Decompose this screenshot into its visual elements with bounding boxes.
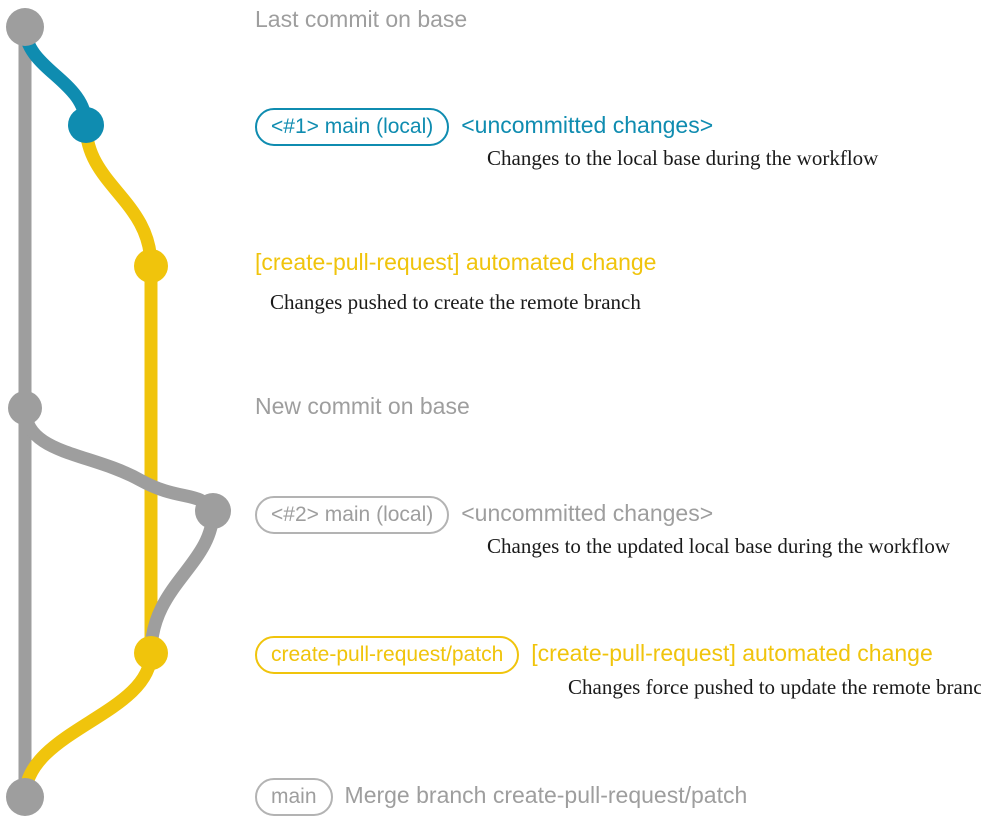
branch-pill-main-local-1[interactable]: <#1> main (local) [255, 108, 450, 147]
branch-pill-create-pull-request-patch[interactable]: create-pull-request/patch [255, 636, 520, 675]
commit-note-commit-1: Changes to the local base during the wor… [487, 146, 879, 170]
commit-note-commit-4: Changes force pushed to update the remot… [568, 675, 981, 699]
commit-node-base-new[interactable] [8, 391, 42, 425]
commit-node-patch-2[interactable] [134, 636, 168, 670]
commit-row-last-commit: Last commit on base [255, 6, 468, 32]
branch-pill-main-local-2[interactable]: <#2> main (local) [255, 496, 450, 535]
commit-node-patch-1[interactable] [134, 249, 168, 283]
commit-row-commit-2: [create-pull-request] automated change [255, 249, 657, 275]
edge-patch-2-to-merge [18, 646, 158, 804]
commit-node-base-top[interactable] [6, 8, 44, 46]
commit-subject-last-commit: Last commit on base [255, 6, 468, 32]
commit-node-local-1[interactable] [68, 107, 104, 143]
commit-subject-commit-4: [create-pull-request] automated change [531, 640, 933, 666]
commit-row-commit-1: <#1> main (local) <uncommitted changes> [255, 108, 714, 147]
edge-local-1-to-patch-1 [79, 118, 158, 273]
commit-note-commit-3: Changes to the updated local base during… [487, 534, 951, 558]
commit-row-commit-5: main Merge branch create-pull-request/pa… [255, 778, 748, 817]
commit-subject-new-commit: New commit on base [255, 393, 470, 419]
commit-subject-commit-1: <uncommitted changes> [461, 112, 714, 138]
edge-local-2-to-patch-2 [144, 504, 220, 660]
branch-pill-main[interactable]: main [255, 778, 333, 817]
commit-subject-commit-5: Merge branch create-pull-request/patch [344, 782, 748, 808]
commit-node-local-2[interactable] [195, 493, 231, 529]
commit-subject-commit-2: [create-pull-request] automated change [255, 249, 657, 275]
commit-row-commit-3: <#2> main (local) <uncommitted changes> [255, 496, 714, 535]
commit-row-new-commit: New commit on base [255, 393, 470, 419]
commit-subject-commit-3: <uncommitted changes> [461, 500, 714, 526]
commit-node-merge[interactable] [6, 778, 44, 816]
edge-base-new-to-local-2 [18, 401, 220, 518]
commit-row-commit-4: create-pull-request/patch [create-pull-r… [255, 636, 933, 675]
commit-note-commit-2: Changes pushed to create the remote bran… [270, 290, 641, 314]
